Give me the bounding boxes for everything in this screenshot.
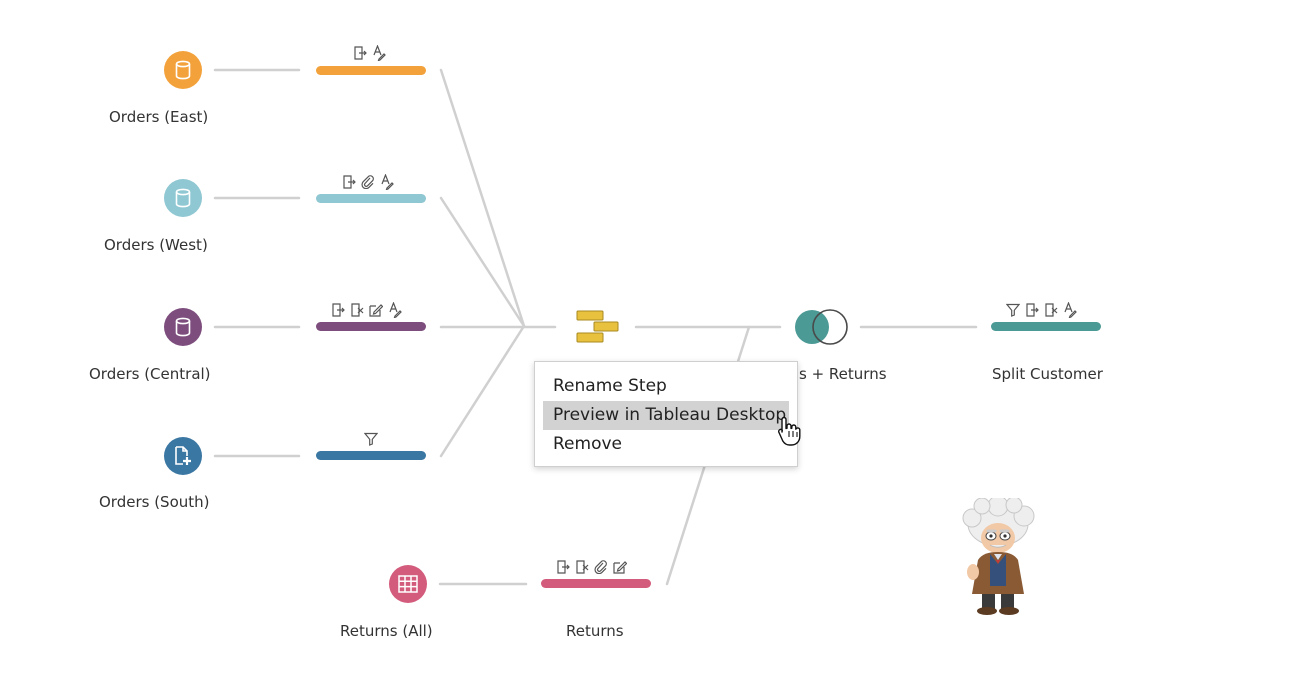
filter-icon (364, 432, 378, 446)
rename-field-icon (354, 46, 367, 60)
edit-icon (369, 304, 383, 317)
input-label: Orders (West) (104, 236, 208, 254)
context-menu: Rename Step Preview in Tableau Desktop R… (534, 361, 798, 467)
step-west-icons (342, 173, 394, 191)
edit-icon (613, 561, 627, 574)
step-label: Returns (566, 622, 624, 640)
database-icon (175, 188, 191, 208)
step-south-icons (364, 430, 378, 448)
rename-field-icon (343, 175, 356, 189)
step-central-icons (331, 301, 402, 319)
filter-icon (1006, 303, 1020, 317)
table-icon (398, 575, 418, 593)
step-east-icons (353, 44, 386, 62)
paperclip-icon (594, 560, 607, 574)
input-returns-all[interactable] (389, 565, 427, 603)
remove-field-icon (576, 560, 589, 574)
input-orders-east[interactable] (164, 51, 202, 89)
edit-value-icon (373, 45, 386, 61)
edit-value-icon (389, 302, 402, 318)
edit-value-icon (1064, 302, 1077, 318)
input-label: Orders (East) (109, 108, 209, 126)
menu-item-rename-step[interactable]: Rename Step (553, 376, 667, 396)
database-icon (175, 317, 191, 337)
menu-item-preview-tableau-desktop[interactable]: Preview in Tableau Desktop (543, 401, 789, 430)
union-icon[interactable] (574, 309, 622, 345)
database-icon (175, 60, 191, 80)
rename-field-icon (1026, 303, 1039, 317)
remove-field-icon (1045, 303, 1058, 317)
input-orders-west[interactable] (164, 179, 202, 217)
clean-step-returns[interactable] (541, 579, 651, 588)
input-orders-south[interactable] (164, 437, 202, 475)
input-label: Returns (All) (340, 622, 433, 640)
rename-field-icon (557, 560, 570, 574)
step-returns-icons (556, 558, 627, 576)
rename-field-icon (332, 303, 345, 317)
add-file-icon (175, 446, 191, 465)
step-label: Split Customer (992, 365, 1103, 383)
paperclip-icon (361, 175, 374, 189)
clean-step-east[interactable] (316, 66, 426, 75)
remove-field-icon (351, 303, 364, 317)
edit-value-icon (381, 174, 394, 190)
einstein-mascot (962, 498, 1035, 615)
join-icon[interactable] (790, 307, 854, 347)
clean-step-south[interactable] (316, 451, 426, 460)
clean-step-split-customer[interactable] (991, 322, 1101, 331)
clean-step-west[interactable] (316, 194, 426, 203)
step-split-icons (1006, 301, 1077, 319)
input-orders-central[interactable] (164, 308, 202, 346)
join-label: s + Returns (799, 365, 887, 383)
connector-west-union (439, 196, 526, 328)
input-label: Orders (South) (99, 493, 210, 511)
input-label: Orders (Central) (89, 365, 211, 383)
menu-item-remove[interactable]: Remove (553, 434, 622, 454)
connector-east-union (439, 68, 526, 328)
connector-south-union (439, 324, 526, 458)
clean-step-central[interactable] (316, 322, 426, 331)
hand-cursor-icon (777, 416, 801, 446)
